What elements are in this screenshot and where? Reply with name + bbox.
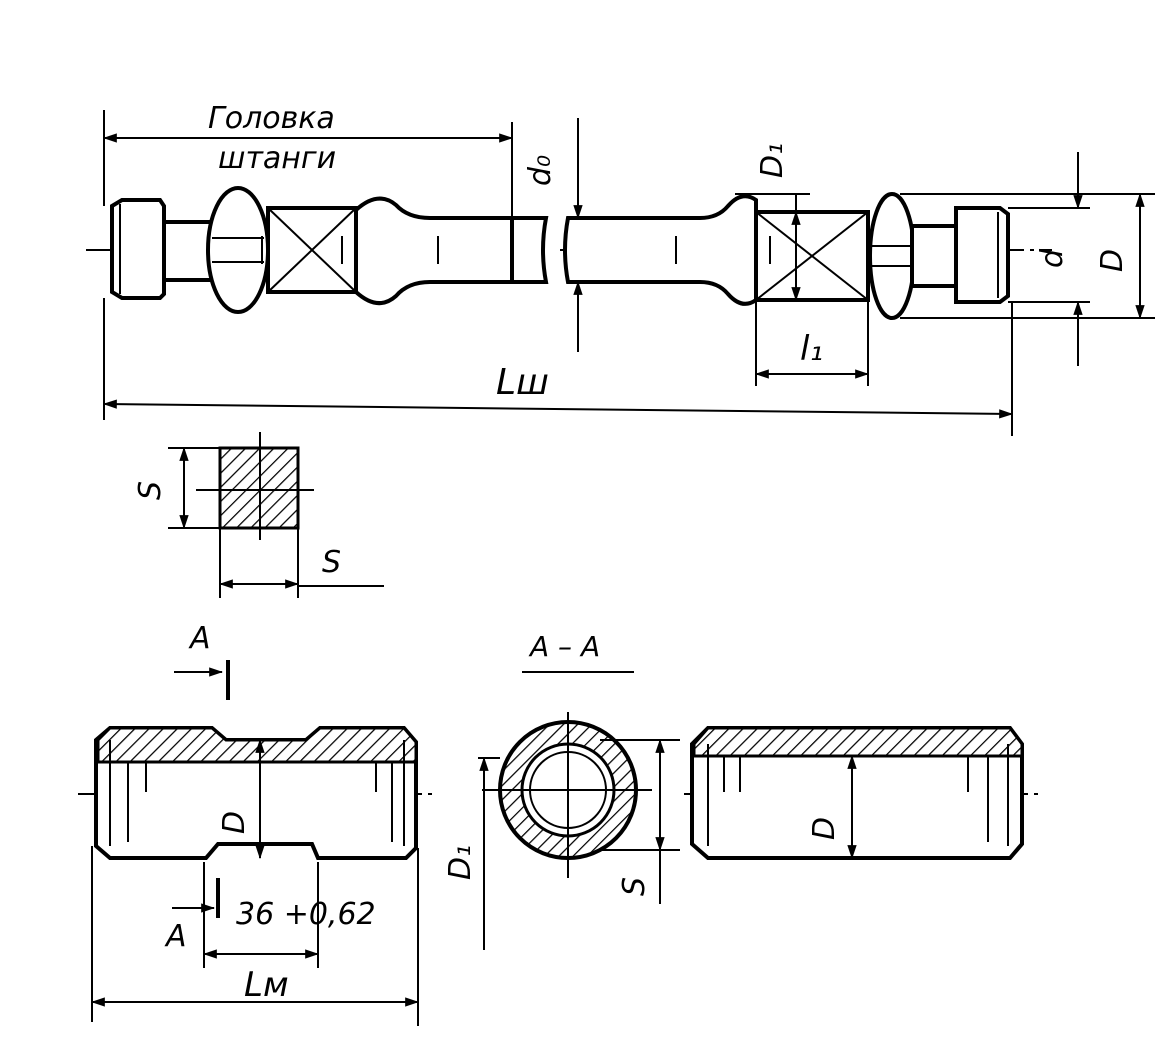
- l1-label: l₁: [800, 329, 823, 369]
- left-thread-pin: [110, 198, 166, 300]
- sucker-rod: [86, 186, 1052, 320]
- S-section-label: S: [617, 877, 652, 896]
- left-rod-break: [510, 216, 549, 284]
- D1-section-label: D₁: [443, 845, 478, 880]
- section-title: A – A: [528, 630, 600, 663]
- section-a-a: A – A D₁ S: [443, 630, 680, 950]
- rod-dimensions: Головка штанги d₀ D₁ d D l₁ Lш: [102, 101, 1155, 436]
- d0-label: d₀: [523, 155, 558, 186]
- left-square-diag-2: [267, 207, 357, 293]
- Lsh-dim-line: [102, 399, 1014, 419]
- right-coupling-wall-hatch: [692, 726, 1024, 758]
- S-vertical-label: S: [133, 481, 168, 500]
- right-square-diag-2: [755, 211, 869, 301]
- head-label-line1: Головка: [208, 101, 335, 136]
- D-top-label: D: [1095, 249, 1130, 272]
- Lm-label: Lм: [244, 965, 289, 1005]
- coupling-wall-hatch: [96, 726, 418, 764]
- Lsh-label: Lш: [496, 362, 549, 403]
- A-top-label: A: [188, 621, 211, 656]
- left-collar: [206, 186, 270, 314]
- coupling-right-view: D: [684, 726, 1044, 860]
- d-label: d: [1035, 248, 1070, 268]
- tolerance-label: 36 +0,62: [236, 897, 376, 932]
- D1-top-label: D₁: [755, 143, 790, 178]
- right-thread-pin: [954, 206, 1010, 304]
- coupling-left-view: A D A 36 +0,62 Lм: [78, 621, 436, 1026]
- right-neck: [910, 224, 958, 288]
- right-rod-segment: [563, 194, 758, 306]
- D-right-label: D: [807, 817, 842, 840]
- head-label-line2: штанги: [218, 141, 336, 176]
- S-horizontal-label: S: [322, 545, 341, 580]
- right-collar: [868, 192, 916, 320]
- D-coupling-label: D: [217, 811, 252, 834]
- left-upset: [354, 196, 514, 305]
- square-section: S S: [133, 432, 384, 598]
- A-bottom-label: A: [164, 919, 187, 954]
